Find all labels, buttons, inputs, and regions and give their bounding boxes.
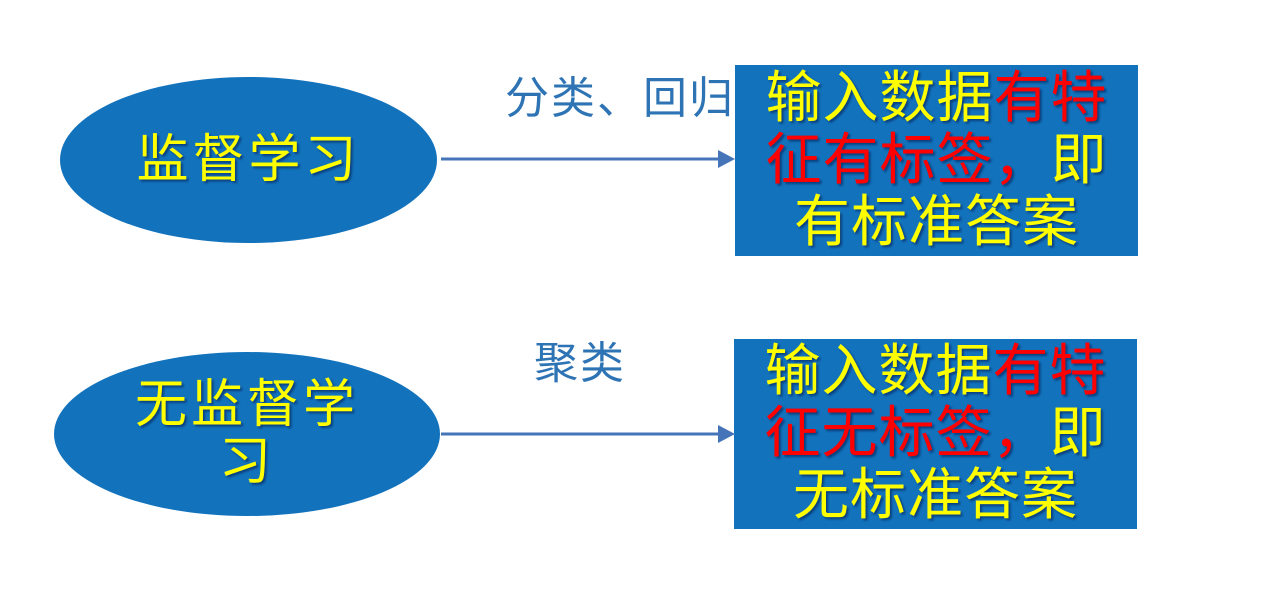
box-text-line: 输入数据有特 (765, 341, 1107, 403)
box-text-segment: 有特 (992, 341, 1107, 403)
arrow-supervised (441, 150, 735, 168)
unsupervised-learning-ellipse: 无监督学习 (54, 352, 440, 516)
supervised-learning-label: 监督学习 (136, 131, 361, 189)
box-text-segment: 无标准答案 (793, 465, 1078, 527)
box-text-line: 征无标签，即 (765, 403, 1107, 465)
unsupervised-data-description-box: 输入数据有特 征无标签，即 无标准答案 (734, 339, 1137, 529)
box-text-line: 征有标签，即 (766, 130, 1108, 192)
box-text-segment: 即 (1050, 129, 1108, 192)
box-text-line: 输入数据有特 (766, 68, 1108, 130)
box-text-line: 无标准答案 (793, 465, 1078, 527)
box-text-segment: 有特 (993, 67, 1108, 130)
arrow-label-clustering: 聚类 (534, 339, 626, 388)
box-text-segment: 即 (1049, 403, 1107, 465)
arrow-unsupervised (441, 425, 735, 443)
box-text-segment: 有标准答案 (794, 191, 1079, 254)
arrow-label-classification-regression: 分类、回归 (505, 74, 735, 123)
box-text-line: 有标准答案 (794, 192, 1079, 254)
box-text-segment: 征有标签， (765, 129, 1051, 192)
box-text-segment: 征无标签， (764, 403, 1050, 465)
box-text-segment: 输入数据 (765, 67, 994, 130)
supervised-data-description-box: 输入数据有特 征有标签，即 有标准答案 (735, 65, 1138, 256)
box-text-segment: 输入数据 (764, 341, 993, 403)
unsupervised-learning-label: 无监督学习 (134, 377, 359, 491)
supervised-learning-ellipse: 监督学习 (60, 77, 437, 243)
